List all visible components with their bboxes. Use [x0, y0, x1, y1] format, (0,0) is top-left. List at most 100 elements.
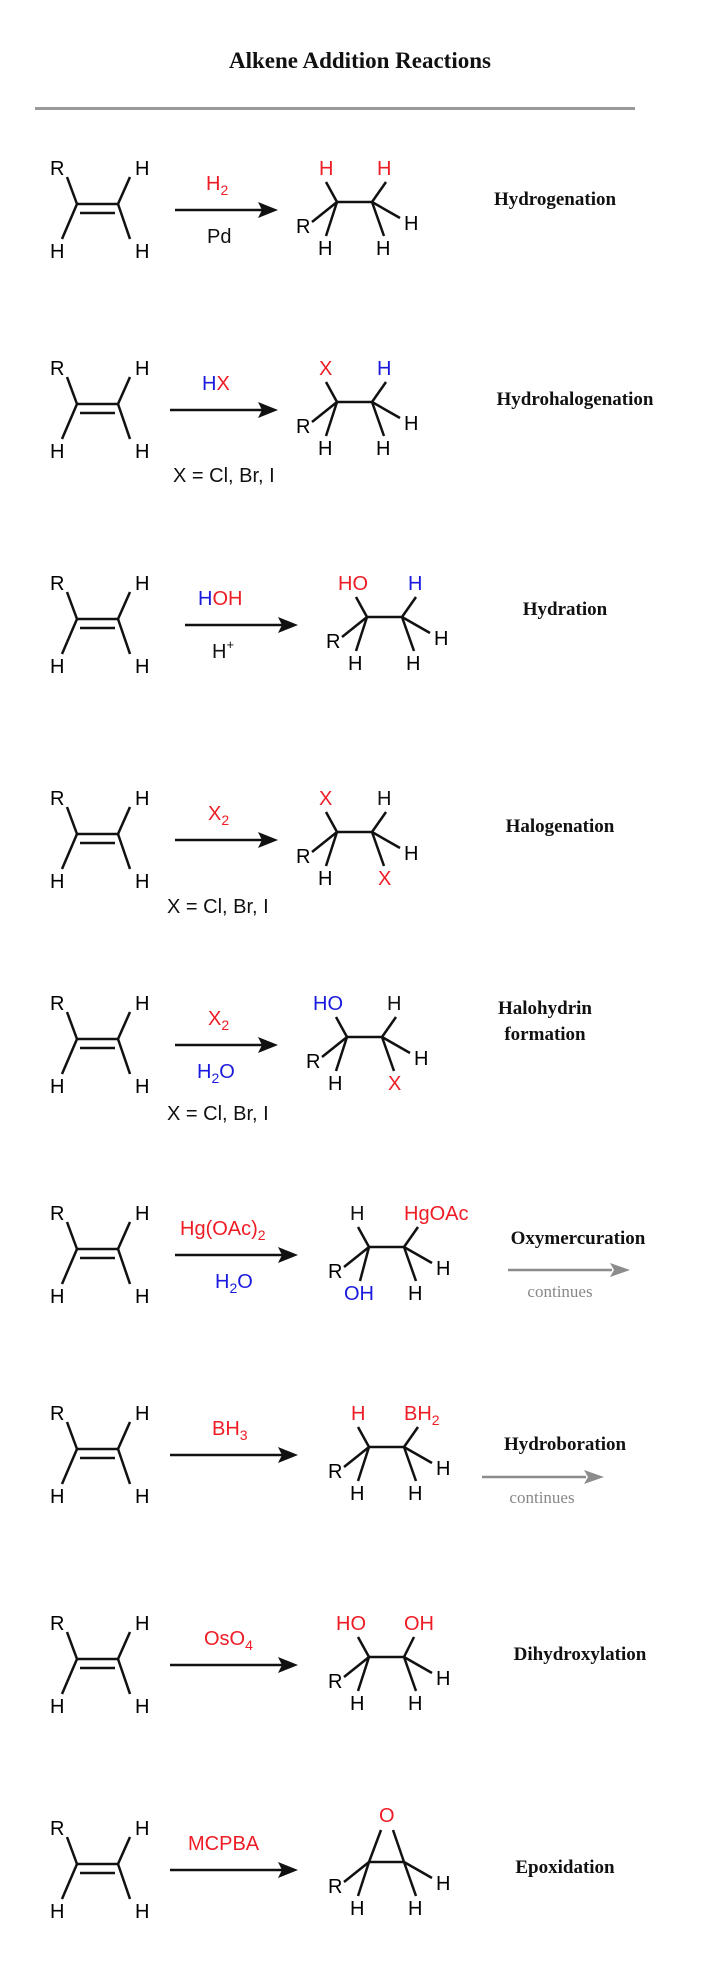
atom-h: H [408, 1283, 422, 1305]
reaction-arrow [170, 1862, 298, 1878]
atom-r: R [306, 1051, 320, 1073]
atom-h: H [135, 158, 149, 180]
atom-h: H [318, 438, 332, 460]
atom-h: H [135, 1286, 149, 1308]
reagent-above: HOH [198, 588, 242, 610]
alkene-reactant: R H H H [50, 358, 149, 463]
atom-h: H [348, 653, 362, 675]
reaction-arrow [170, 402, 278, 418]
product: R H H X H X [296, 788, 418, 890]
atom-h: H [408, 1693, 422, 1715]
added-substituent-2: X [378, 868, 391, 890]
reaction-arrow [185, 617, 298, 633]
product: R H H HO H X [306, 993, 428, 1095]
reagent-above: BH3 [212, 1418, 248, 1443]
atom-r: R [328, 1876, 342, 1898]
reaction-name: Hydration [522, 599, 608, 620]
atom-h: H [318, 868, 332, 890]
atom-r: R [328, 1261, 342, 1283]
reaction-halogenation-scheme: R H H H X2 X = Cl, Br, I R H H X H X [50, 788, 418, 918]
reagent-above: MCPBA [188, 1833, 260, 1855]
reagent-above: HX [202, 373, 230, 395]
epoxide-oxygen: O [379, 1805, 395, 1827]
product: R H H H HO OH [328, 1613, 450, 1715]
added-substituent-1: X [319, 358, 332, 380]
atom-h: H [50, 871, 64, 893]
atom-h: H [376, 238, 390, 260]
atom-h: H [376, 438, 390, 460]
added-substituent-1: HO [338, 573, 368, 595]
product: R H H H O [328, 1805, 450, 1920]
reagent-above: H2 [206, 173, 228, 198]
reaction-halohydrin-scheme: R H H H X2 H2O X = Cl, Br, I R H H HO H … [50, 993, 428, 1125]
reagent-above: OsO4 [204, 1628, 253, 1653]
reaction-name: Hydroboration [503, 1434, 627, 1455]
atom-r: R [50, 1403, 64, 1425]
atom-h: H [436, 1258, 450, 1280]
atom-h: H [135, 1613, 149, 1635]
atom-h: H [135, 656, 149, 678]
reaction-epoxidation-scheme: R H H H MCPBA R H H H O [50, 1805, 450, 1923]
atom-h: H [135, 1076, 149, 1098]
added-substituent-1: HO [336, 1613, 366, 1635]
added-substituent-2: H [377, 358, 391, 380]
atom-r: R [50, 573, 64, 595]
reaction-arrow [175, 202, 278, 218]
existing-substituent: H [377, 788, 391, 810]
reaction-hydroboration-scheme: R H H H BH3 R H H H H BH2 [50, 1403, 604, 1508]
reaction-name: Oxymercuration [510, 1228, 646, 1249]
atom-r: R [296, 216, 310, 238]
atom-h: H [328, 1073, 342, 1095]
atom-r: R [50, 1818, 64, 1840]
reaction-hydrohalogenation-scheme: R H H H HX X = Cl, Br, I R H H H X H [50, 358, 418, 487]
reagent-above: X2 [208, 803, 229, 828]
atom-r: R [328, 1671, 342, 1693]
atom-h: H [135, 1696, 149, 1718]
atom-h: H [50, 1696, 64, 1718]
atom-r: R [326, 631, 340, 653]
atom-h: H [408, 1483, 422, 1505]
added-substituent-1: HO [313, 993, 343, 1015]
reaction-arrow [175, 1037, 278, 1053]
existing-substituent: H [387, 993, 401, 1015]
reaction-arrow [170, 1657, 298, 1673]
atom-h: H [135, 573, 149, 595]
continues-label: continues [527, 1282, 593, 1301]
reaction-name: Epoxidation [515, 1857, 615, 1878]
added-substituent-boron: BH2 [404, 1403, 440, 1428]
reaction-name: Halogenation [505, 816, 615, 837]
atom-r: R [296, 846, 310, 868]
atom-r: R [50, 993, 64, 1015]
atom-h: H [135, 993, 149, 1015]
atom-h: H [318, 238, 332, 260]
reagent-below: Pd [207, 226, 231, 248]
halogen-note: X = Cl, Br, I [167, 896, 269, 918]
reaction-oxymercuration-scheme: R H H H Hg(OAc)2 H2O R H H H HgOAc OH [50, 1203, 630, 1308]
atom-h: H [50, 1076, 64, 1098]
reaction-hydration-scheme: R H H H HOH H+ R H H H HO H [50, 573, 448, 678]
atom-r: R [50, 158, 64, 180]
added-substituent-2: X [388, 1073, 401, 1095]
atom-h: H [50, 441, 64, 463]
atom-r: R [50, 1613, 64, 1635]
atom-h: H [50, 1286, 64, 1308]
product: R H H H H BH2 [328, 1403, 450, 1505]
reaction-arrow [170, 1447, 298, 1463]
alkene-reactant: R H H H [50, 993, 149, 1098]
atom-h: H [135, 1203, 149, 1225]
atom-h: H [135, 788, 149, 810]
atom-h: H [436, 1873, 450, 1895]
atom-r: R [328, 1461, 342, 1483]
atom-h: H [434, 628, 448, 650]
reagent-above: X2 [208, 1008, 229, 1033]
reaction-hydrogenation-scheme: R H H H H2 Pd R H H H H H [50, 158, 418, 263]
atom-h: H [350, 1898, 364, 1920]
atom-h: H [436, 1458, 450, 1480]
atom-h: H [135, 1486, 149, 1508]
reaction-arrow [175, 1247, 298, 1263]
product: R H H H H H [296, 158, 418, 260]
reaction-name: Hydrogenation [493, 189, 617, 210]
atom-h: H [436, 1668, 450, 1690]
reagent-above: Hg(OAc)2 [180, 1218, 266, 1243]
alkene-reactant: R H H H [50, 1403, 149, 1508]
